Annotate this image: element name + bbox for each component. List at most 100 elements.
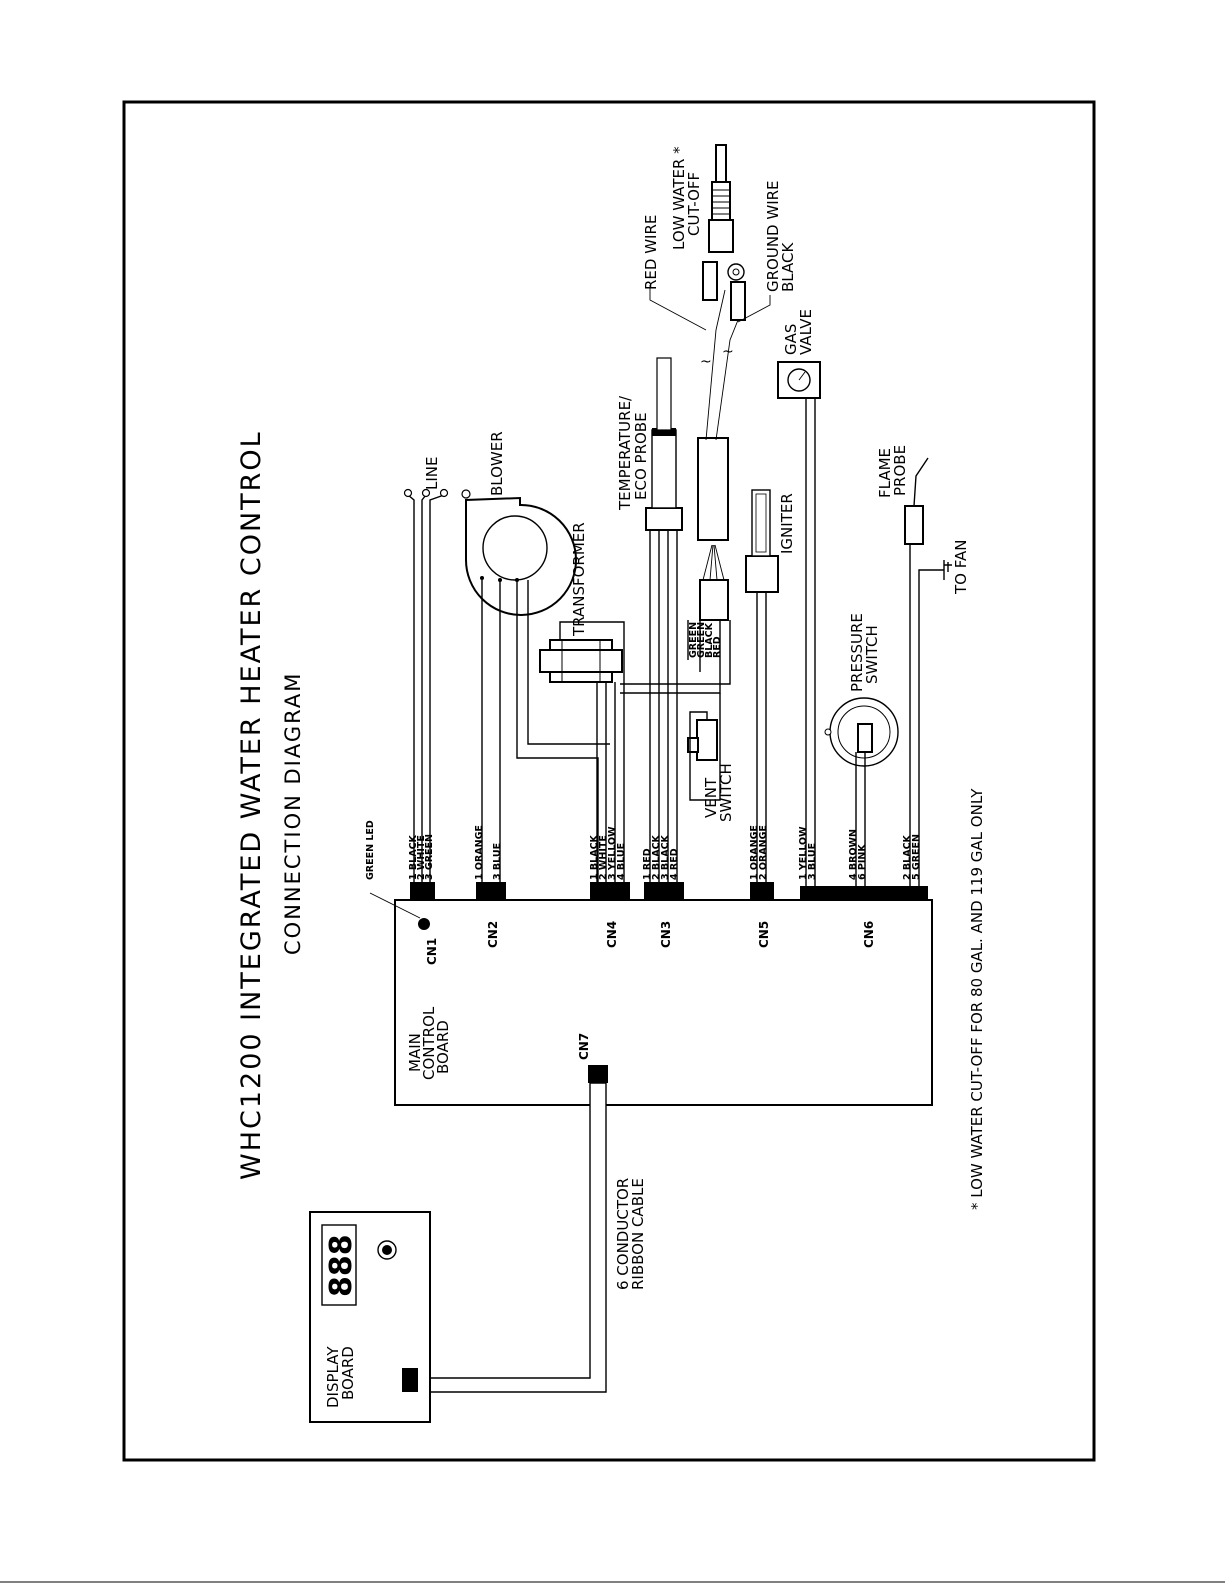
display-board-label: DISPLAY BOARD xyxy=(324,1346,357,1408)
connector-cn4 xyxy=(590,882,630,900)
red-wire-label: RED WIRE xyxy=(642,215,660,290)
svg-text:~: ~ xyxy=(722,344,734,360)
blower-to-transformer-wire xyxy=(516,580,599,882)
display-board-connector xyxy=(402,1368,418,1392)
svg-text:1 RED: 1 RED xyxy=(642,848,653,880)
blower-icon xyxy=(461,489,577,616)
svg-text:VALVE: VALVE xyxy=(797,309,815,355)
ground-wire-label: GROUND WIRE BLACK xyxy=(764,180,797,292)
svg-text:LOW WATER *: LOW WATER * xyxy=(670,146,688,250)
cn4-pin-labels: 1 BLACK 2 WHITE 3 YELLOW 4 BLUE xyxy=(589,826,627,880)
svg-text:2 BLACK: 2 BLACK xyxy=(902,834,913,880)
svg-text:6 CONDUCTOR: 6 CONDUCTOR xyxy=(614,1178,632,1290)
svg-text:1 ORANGE: 1 ORANGE xyxy=(749,825,760,880)
red-wire-leader xyxy=(649,285,707,331)
ground-symbol-icon xyxy=(943,560,952,580)
green-led-leader xyxy=(369,892,421,919)
igniter-icon xyxy=(745,489,779,593)
svg-text:2 ORANGE: 2 ORANGE xyxy=(758,825,769,880)
low-water-label: LOW WATER * CUT-OFF xyxy=(670,146,703,250)
svg-text:GROUND WIRE: GROUND WIRE xyxy=(764,180,782,292)
cn6-wire-5 xyxy=(918,569,944,886)
pressure-switch-label: PRESSURE SWITCH xyxy=(848,613,881,692)
to-fan-label: TO FAN xyxy=(952,540,970,595)
svg-text:TEMPERATURE/: TEMPERATURE/ xyxy=(616,395,634,511)
ribbon-cable-label: 6 CONDUCTOR RIBBON CABLE xyxy=(614,1178,647,1290)
connector-cn6 xyxy=(800,886,928,900)
connector-cn3-label: CN3 xyxy=(659,921,673,948)
svg-text:PROBE: PROBE xyxy=(891,445,909,496)
cn4-wires xyxy=(559,621,625,882)
flame-probe-icon xyxy=(904,457,929,545)
svg-text:1 YELLOW: 1 YELLOW xyxy=(798,826,809,880)
ribbon-cable xyxy=(415,1082,607,1393)
svg-text:DISPLAY: DISPLAY xyxy=(324,1346,342,1408)
line-label: LINE xyxy=(423,457,441,490)
svg-text:5 GREEN: 5 GREEN xyxy=(911,834,922,880)
svg-text:GREEN: GREEN xyxy=(688,622,699,658)
svg-text:MAIN: MAIN xyxy=(406,1033,424,1072)
connector-cn1-label: CN1 xyxy=(425,938,439,965)
svg-text:PRESSURE: PRESSURE xyxy=(848,613,866,692)
svg-text:ECO PROBE: ECO PROBE xyxy=(632,412,650,500)
main-board-label: MAIN CONTROL BOARD xyxy=(406,1006,452,1080)
temp-probe-icon xyxy=(645,357,683,531)
svg-text:SWITCH: SWITCH xyxy=(863,625,881,684)
cn6-pin-labels: 1 YELLOW 3 BLUE 4 BROWN 6 PINK 2 BLACK 5… xyxy=(798,826,922,880)
svg-text:4 RED: 4 RED xyxy=(669,848,680,880)
svg-text:2 BLACK: 2 BLACK xyxy=(651,834,662,880)
display-readout: 888 xyxy=(321,1224,359,1306)
connector-cn7 xyxy=(588,1065,608,1083)
svg-text:BOARD: BOARD xyxy=(434,1020,452,1074)
main-control-board xyxy=(394,899,933,1106)
svg-text:3 BLUE: 3 BLUE xyxy=(492,843,503,880)
blower-label: BLOWER xyxy=(488,431,506,496)
cn3-wires xyxy=(649,528,678,882)
svg-text:1 BLACK: 1 BLACK xyxy=(589,834,600,880)
diagram-subtitle: CONNECTION DIAGRAM xyxy=(281,672,305,955)
vent-switch-label: VENT SWITCH xyxy=(702,763,735,822)
svg-text:RIBBON CABLE: RIBBON CABLE xyxy=(629,1178,647,1290)
diagram-frame xyxy=(122,100,1096,1462)
connector-cn5 xyxy=(750,882,774,900)
svg-text:BLACK: BLACK xyxy=(779,242,797,292)
svg-text:RED: RED xyxy=(712,636,723,658)
svg-text:6 PINK: 6 PINK xyxy=(857,844,868,880)
connector-cn4-label: CN4 xyxy=(605,921,619,948)
transformer-icon xyxy=(539,639,623,683)
blower-aux-wire xyxy=(527,580,610,745)
temp-probe-label: TEMPERATURE/ ECO PROBE xyxy=(616,395,650,511)
transformer-label: TRANSFORMER xyxy=(570,522,588,637)
svg-text:BLACK: BLACK xyxy=(704,622,715,658)
svg-text:CONTROL: CONTROL xyxy=(420,1006,438,1080)
green-led-label: GREEN LED xyxy=(365,820,376,880)
low-water-cutoff-icon: ~ ~ xyxy=(700,144,746,441)
svg-text:3 BLUE: 3 BLUE xyxy=(807,843,818,880)
connector-cn5-label: CN5 xyxy=(757,921,771,948)
svg-text:CUT-OFF: CUT-OFF xyxy=(685,172,703,236)
connector-cn1 xyxy=(410,882,435,900)
connector-cn3 xyxy=(644,882,684,900)
probe-wire-labels: GREEN GREEN BLACK RED xyxy=(688,622,723,658)
display-button-icon xyxy=(377,1240,397,1260)
gas-valve-icon xyxy=(777,361,821,399)
svg-text:GREEN: GREEN xyxy=(696,622,707,658)
svg-text:GAS: GAS xyxy=(782,324,800,355)
green-led-icon xyxy=(418,918,430,930)
svg-text:VENT: VENT xyxy=(702,777,720,818)
flame-probe-label: FLAME PROBE xyxy=(876,445,909,498)
probe-connector-icon xyxy=(697,437,729,621)
connector-cn2-label: CN2 xyxy=(486,921,500,948)
svg-text:BOARD: BOARD xyxy=(339,1346,357,1400)
cn3-pin-labels: 1 RED 2 BLACK 3 BLACK 4 RED xyxy=(642,834,680,880)
gas-valve-label: GAS VALVE xyxy=(782,309,815,355)
svg-text:~: ~ xyxy=(700,354,712,370)
svg-text:4 BLUE: 4 BLUE xyxy=(616,843,627,880)
svg-text:2 WHITE: 2 WHITE xyxy=(598,835,609,880)
vent-switch-icon xyxy=(687,693,721,801)
igniter-label: IGNITER xyxy=(778,493,796,554)
svg-text:FLAME: FLAME xyxy=(876,448,894,498)
line-wires xyxy=(403,488,449,882)
ground-wire-leader xyxy=(737,295,771,323)
